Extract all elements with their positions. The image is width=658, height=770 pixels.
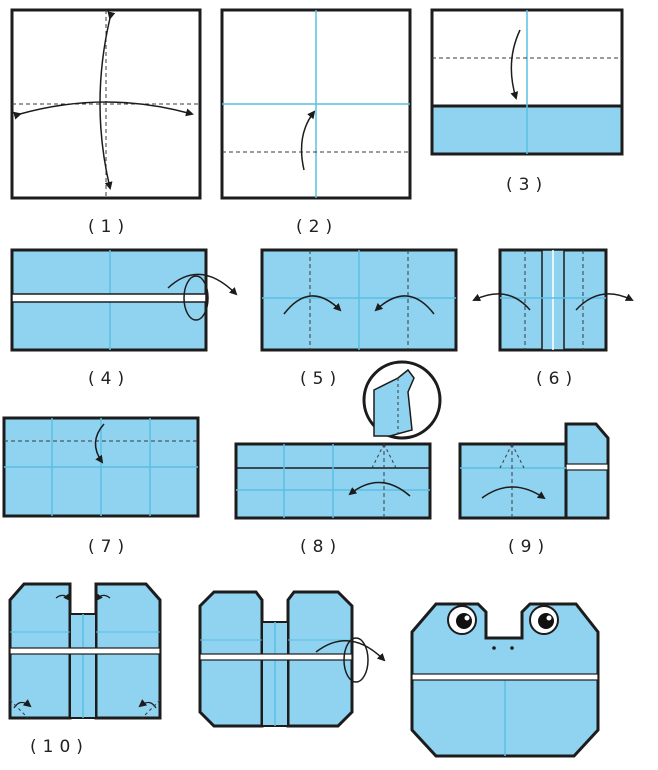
step-3-label: (3): [506, 175, 548, 195]
step-8-label: (8): [300, 537, 342, 557]
step-1-diagram: [10, 8, 202, 200]
step-8-detail-inset: [362, 360, 442, 440]
step-11-diagram: [198, 590, 386, 728]
step-7-label: (7): [88, 537, 130, 557]
step-4-diagram: [10, 248, 238, 352]
step-5-diagram: [260, 248, 458, 352]
step-3-diagram: [430, 8, 624, 156]
step-2-label: (2): [296, 217, 338, 237]
step-9-diagram: [458, 422, 610, 520]
step-4-label: (4): [88, 369, 130, 389]
step-1-label: (1): [88, 217, 130, 237]
step-9-label: (9): [508, 537, 550, 557]
step-10-label: (10): [30, 737, 89, 757]
frog-right-eye: [529, 605, 559, 635]
step-10-diagram: [8, 582, 162, 720]
step-7-diagram: [2, 416, 200, 518]
frog-left-eye: [447, 605, 477, 635]
step-2-diagram: [220, 8, 412, 200]
frog-nostril-right: [510, 646, 514, 650]
step-8-diagram: [234, 360, 442, 520]
step-5-label: (5): [300, 369, 342, 389]
step-12-finished-frog: [410, 602, 600, 758]
frog-nostril-left: [492, 646, 496, 650]
step-6-label: (6): [536, 369, 578, 389]
step-6-diagram: [472, 248, 634, 352]
